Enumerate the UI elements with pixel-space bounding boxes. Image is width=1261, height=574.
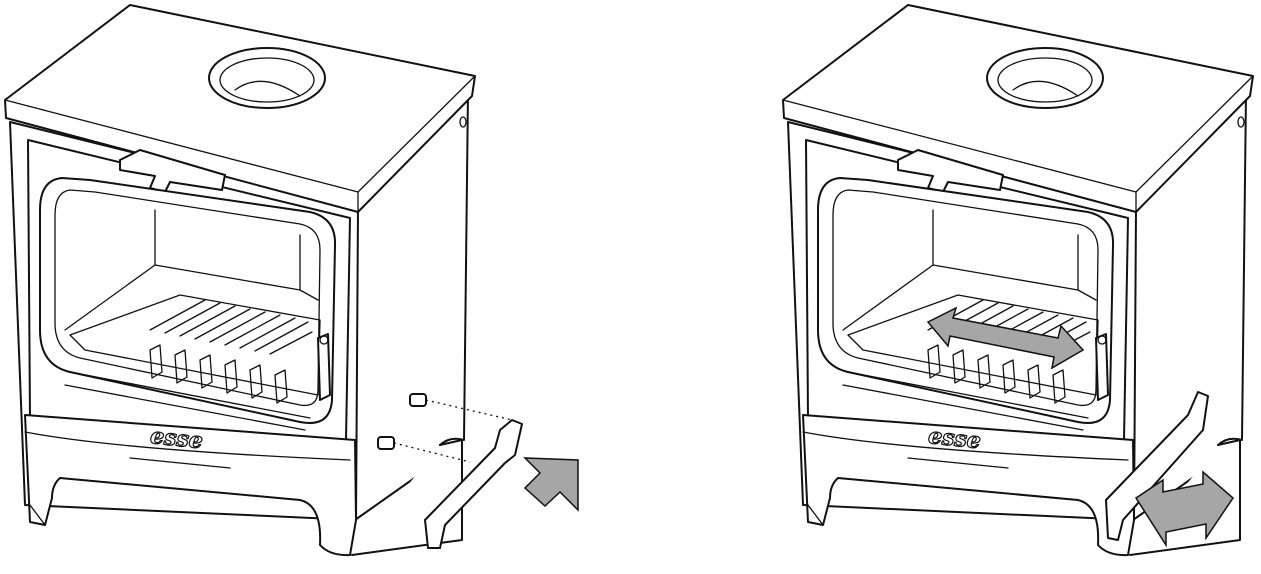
- grate-slide-arrow: [926, 306, 1085, 370]
- stove-left: [4, 4, 579, 557]
- bracket-slide-arrow: [1134, 470, 1234, 548]
- bracket-installed: [1105, 391, 1209, 541]
- bracket: [424, 419, 523, 549]
- screws: [377, 393, 513, 463]
- stove-right: [782, 4, 1254, 557]
- insert-arrow: [523, 457, 579, 512]
